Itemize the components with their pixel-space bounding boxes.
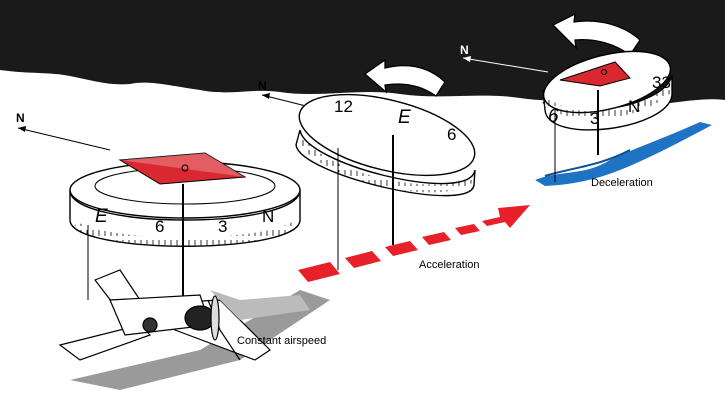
acceleration-path [298, 205, 530, 282]
dial-3-constant: 3 [218, 217, 227, 236]
dial-e-constant: E [95, 206, 108, 227]
compass-decel: N 6 3 N 33 [460, 12, 673, 182]
dial-n-decel: N [628, 97, 640, 116]
rotation-arrow-decel [551, 12, 641, 56]
north-label-decel: N [460, 43, 469, 57]
dial-e-accel: E [398, 107, 411, 128]
compass-accel: N 12 E 6 [258, 58, 476, 270]
dial-33-decel: 33 [652, 73, 671, 92]
dial-6-decel: 6 [548, 106, 559, 127]
airplane [58, 269, 310, 361]
dial-n-constant: N [262, 207, 274, 226]
label-constant-airspeed: Constant airspeed [237, 335, 326, 347]
label-deceleration: Deceleration [591, 177, 653, 189]
rotation-arrow-accel [363, 58, 446, 97]
north-label-accel: N [258, 79, 267, 93]
dial-12-accel: 12 [334, 97, 353, 116]
night-sky [0, 0, 725, 105]
dial-3-decel: 3 [590, 109, 599, 128]
north-label-constant: N [16, 111, 25, 125]
label-acceleration: Acceleration [419, 259, 480, 271]
dial-6-constant: 6 [155, 217, 164, 236]
dial-6-accel: 6 [447, 125, 456, 144]
compass-constant: N E 6 3 N [16, 111, 301, 320]
